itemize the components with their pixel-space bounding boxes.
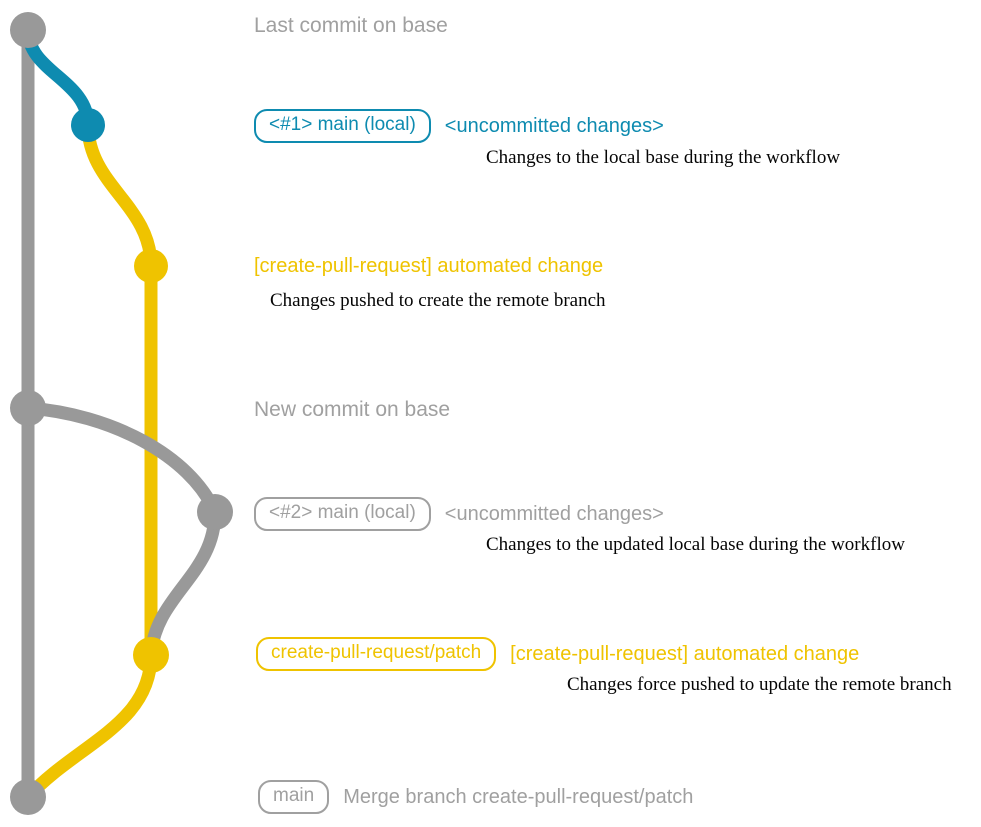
commit-note-remote-2: Changes force pushed to update the remot… [567,674,952,695]
node-local-1[interactable] [71,108,105,142]
commit-subject-local-1: <uncommitted changes> [444,114,664,137]
headline-new-commit-on-base: New commit on base [254,398,451,421]
node-merge-main[interactable] [10,779,46,815]
row-remote-1: [create-pull-request] automated change [254,255,603,277]
commit-subject-merge-main: Merge branch create-pull-request/patch [343,785,694,808]
node-remote-2[interactable] [133,637,169,673]
headline-last-commit-on-base: Last commit on base [254,14,448,37]
commit-note-local-1: Changes to the local base during the wor… [486,147,841,168]
node-remote-1[interactable] [134,249,168,283]
branch-pill-remote-2[interactable]: create-pull-request/patch [256,637,497,671]
branch-pill-local-1[interactable]: <#1> main (local) [254,109,431,143]
edge-local-2-to-remote-2 [144,505,222,662]
edge-base-to-local-2 [21,401,222,519]
edge-local-1-to-remote-1 [81,118,158,273]
node-last-commit-on-base[interactable] [10,12,46,48]
commit-subject-local-2: <uncommitted changes> [444,502,664,525]
node-new-commit-on-base[interactable] [10,390,46,426]
row-local-2: <#2> main (local) <uncommitted changes> [254,497,664,531]
commit-note-remote-1: Changes pushed to create the remote bran… [270,290,606,311]
row-merge-main: main Merge branch create-pull-request/pa… [258,780,693,814]
commit-subject-remote-2: [create-pull-request] automated change [510,642,860,665]
commit-subject-remote-1: [create-pull-request] automated change [254,255,604,277]
branch-pill-local-2[interactable]: <#2> main (local) [254,497,431,531]
row-remote-2: create-pull-request/patch [create-pull-r… [256,637,859,671]
node-local-2[interactable] [197,494,233,530]
commit-note-local-2: Changes to the updated local base during… [486,534,905,555]
edge-remote-2-to-merge [21,648,158,804]
branch-pill-main[interactable]: main [258,780,330,814]
row-local-1: <#1> main (local) <uncommitted changes> [254,109,664,143]
